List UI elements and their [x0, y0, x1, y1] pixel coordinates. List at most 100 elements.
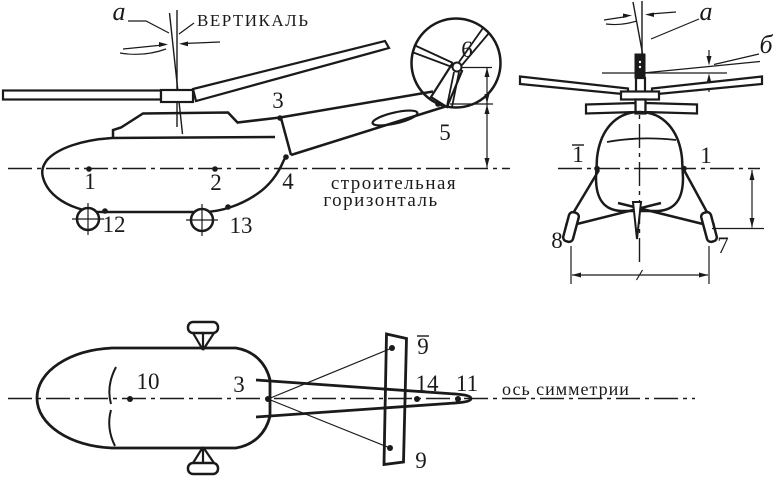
symmetry-axis-label: ось симметрии: [502, 379, 630, 399]
point-9bar-dot: [389, 345, 395, 351]
front-blade-left: [518, 75, 630, 96]
fuselage-outline: [41, 135, 288, 214]
gear-cross-strut-right: [617, 201, 712, 228]
tail-rotor-blades: [411, 27, 490, 108]
tail-boom-window: [371, 109, 419, 127]
coning-b-leader: [713, 53, 760, 66]
cabin-outline: [111, 111, 281, 138]
point-4-label: 4: [282, 169, 294, 194]
front-blade-aft: [644, 101, 699, 115]
gear-cross-strut-left: [568, 201, 662, 228]
angle-a-arrowhead-left: [159, 42, 168, 47]
front-angle-a-label: а: [700, 0, 713, 26]
point-1-right-label: 1: [700, 143, 712, 168]
wheel-track-dimension: [570, 246, 710, 284]
diagonal-3-to-9bar: [267, 347, 393, 400]
point-3-dot: [277, 115, 283, 121]
windshield-line: [606, 137, 677, 143]
rotor-mast-stem-upper: [634, 76, 647, 94]
point-13-dot: [225, 204, 231, 210]
front-angle-a-arc: [605, 20, 638, 26]
mast-hole-2: [638, 65, 642, 69]
tail-rotor-hub: [451, 61, 463, 73]
point-12-label: 12: [103, 212, 126, 237]
front-angle-a-arrowhead-right: [645, 12, 654, 17]
tail-height-dimension: [450, 66, 493, 168]
point-14-label: 14: [416, 371, 440, 396]
diagonal-3-to-9: [267, 398, 391, 449]
point-5-label: 5: [439, 120, 451, 145]
main-rotor-hub: [159, 88, 195, 104]
mast-hole-1: [638, 60, 642, 64]
angle-a-label: а: [113, 0, 126, 26]
point-11-label: 11: [456, 371, 478, 396]
coning-arrowhead-up: [706, 73, 712, 83]
coning-b-label: б: [759, 30, 773, 59]
point-1-right-dot: [681, 165, 687, 172]
point-7-label: 7: [717, 233, 729, 258]
front-blade-fore: [584, 101, 637, 115]
tail-boom-root-line: [279, 117, 293, 156]
point-4-dot: [283, 154, 289, 160]
point-10-label: 10: [137, 369, 160, 394]
point-1-dot: [86, 166, 92, 172]
rotor-mast-axis-line: [168, 12, 184, 135]
front-angle-a-arrow-line-right: [649, 11, 677, 15]
point-9bar-label: 9: [417, 334, 429, 359]
point-3-label: 3: [272, 88, 284, 113]
angle-a-arrowhead-right: [179, 41, 188, 47]
point-10-dot: [127, 396, 133, 402]
front-blade-right: [650, 75, 764, 96]
coning-arrowhead-down: [706, 56, 712, 66]
top-wheel-upper: [186, 320, 220, 351]
point-2-dot: [212, 166, 218, 172]
tail-rotor-disc: [410, 17, 502, 109]
tail-boom-bottom-edge: [290, 104, 448, 157]
main-rotor-blade-right: [191, 39, 391, 103]
blade-root-arc-lower: [108, 409, 116, 447]
front-view: а б 1 1 8 7: [518, 0, 773, 284]
front-mast-axis-line: [632, 1, 644, 57]
side-view: а ВЕРТИКАЛЬ строительная горизонталь 1 2…: [1, 0, 510, 238]
top-tail-boom: [255, 378, 473, 419]
front-wheel-right: [699, 210, 719, 244]
tail-boom-top-edge: [279, 90, 434, 119]
rotor-hub-bar: [619, 90, 661, 101]
main-rotor-blade-left: [1, 89, 163, 101]
front-wheel-left: [561, 210, 581, 244]
point-1-label: 1: [84, 169, 96, 194]
point-3-top-dot: [265, 396, 271, 402]
angle-a-leader: [128, 20, 170, 34]
stabilizer-outline: [382, 332, 408, 467]
top-wheel-lower: [186, 446, 220, 476]
coning-blade-axis-line: [642, 60, 761, 74]
angle-a-arc: [119, 48, 167, 55]
point-8-label: 8: [551, 228, 563, 253]
point-1bar-label: 1: [572, 142, 584, 167]
point-14-dot: [414, 396, 420, 402]
top-view: 10 3 9 14 11 9 ось симметрии: [8, 320, 695, 476]
main-wheel-front: [72, 203, 104, 235]
vertical-label-leader: [178, 22, 195, 35]
tail-skid-front-view: [631, 201, 643, 240]
point-3-top-label: 3: [233, 372, 245, 397]
point-1bar-dot: [594, 165, 600, 172]
point-13-label: 13: [230, 213, 253, 238]
point-9-dot: [387, 445, 393, 451]
gear-height-dimension: [712, 170, 764, 230]
front-angle-a-arrowhead-left: [623, 13, 632, 18]
point-11-dot: [455, 396, 461, 402]
construction-horizontal-label-1: строительная: [331, 173, 457, 194]
blade-root-arc-upper: [108, 366, 117, 405]
angle-a-arrow-line-left: [122, 44, 164, 50]
construction-horizontal-label-2: горизонталь: [323, 190, 438, 211]
point-5-dot: [435, 101, 441, 107]
front-angle-a-leader: [650, 18, 700, 40]
point-12-dot: [102, 208, 108, 214]
point-6-label: 6: [461, 37, 473, 62]
top-fuselage-outline: [35, 346, 272, 450]
point-2-label: 2: [210, 170, 222, 195]
vertical-label: ВЕРТИКАЛЬ: [197, 11, 309, 30]
